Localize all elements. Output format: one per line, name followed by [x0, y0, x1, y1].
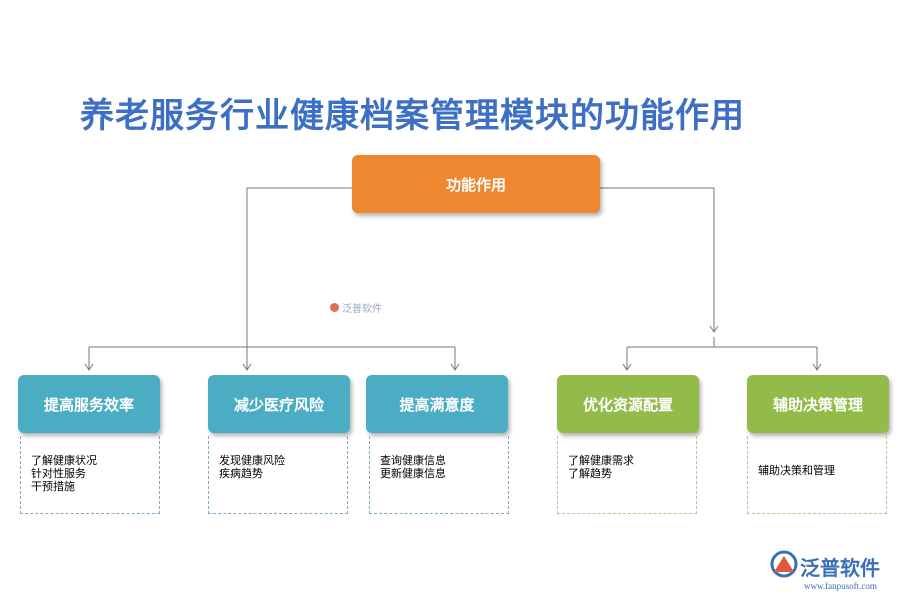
detail-item: 了解趋势	[568, 467, 612, 480]
category-box-4: 优化资源配置	[557, 375, 699, 433]
logo-name: 泛普软件	[800, 556, 880, 580]
detail-item: 疾病趋势	[219, 467, 263, 480]
arrowhead-2	[242, 363, 252, 371]
detail-item: 查询健康信息	[380, 454, 446, 467]
detail-item: 干预措施	[31, 480, 75, 493]
arrowhead-1	[84, 363, 94, 371]
root-node: 功能作用	[352, 155, 600, 213]
brand-logo: 泛普软件 www.fanpusoft.com	[770, 548, 895, 598]
arrowhead-right-trunk	[709, 325, 719, 333]
detail-box-5: 辅助决策和管理	[747, 436, 887, 514]
category-box-5: 辅助决策管理	[747, 375, 889, 433]
watermark-text: 泛普软件	[342, 304, 382, 315]
detail-item: 更新健康信息	[380, 467, 446, 480]
fanpu-logo-icon	[770, 550, 798, 578]
detail-box-3: 查询健康信息 更新健康信息	[369, 436, 509, 514]
detail-item: 了解健康需求	[568, 454, 634, 467]
detail-item: 针对性服务	[31, 467, 86, 480]
watermark-logo-icon	[330, 303, 339, 312]
category-box-3: 提高满意度	[366, 375, 508, 433]
detail-item: 了解健康状况	[31, 454, 97, 467]
category-box-2: 减少医疗风险	[208, 375, 350, 433]
category-box-1: 提高服务效率	[18, 375, 160, 433]
connector-right-trunk	[600, 187, 715, 332]
page-title: 养老服务行业健康档案管理模块的功能作用	[80, 96, 745, 136]
detail-item: 发现健康风险	[219, 454, 285, 467]
detail-box-4: 了解健康需求 了解趋势	[557, 436, 697, 514]
arrowhead-4	[622, 363, 632, 371]
arrowhead-5	[812, 363, 822, 371]
logo-url: www.fanpusoft.com	[804, 581, 877, 591]
detail-box-2: 发现健康风险 疾病趋势	[208, 436, 348, 514]
detail-item: 辅助决策和管理	[758, 464, 835, 477]
connector-left-trunk	[246, 187, 352, 347]
arrowhead-3	[450, 363, 460, 371]
detail-box-1: 了解健康状况 针对性服务 干预措施	[20, 436, 160, 514]
watermark: 泛普软件	[330, 300, 382, 315]
